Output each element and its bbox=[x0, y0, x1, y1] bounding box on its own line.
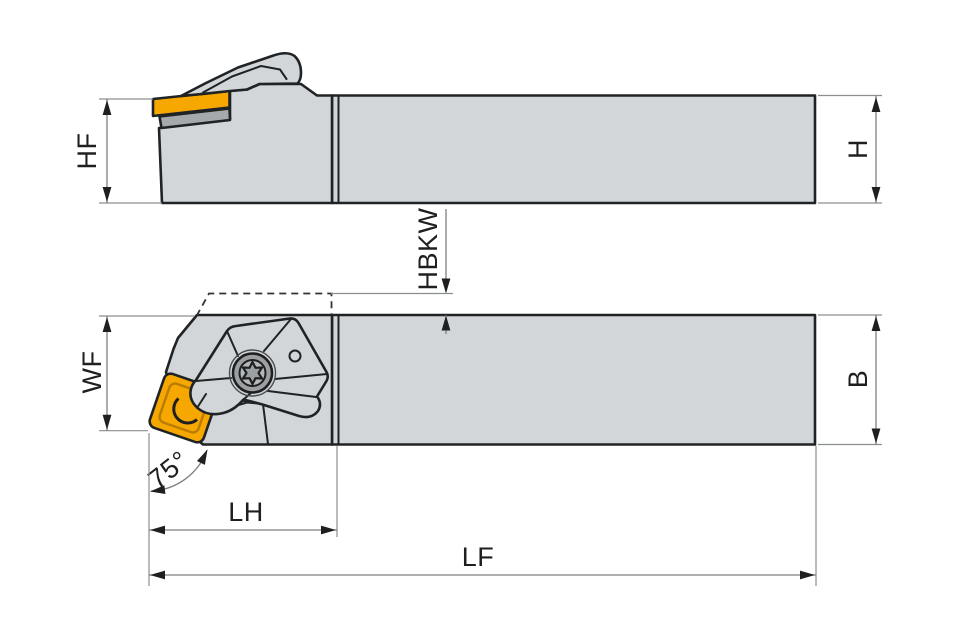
dim-label-lf: LF bbox=[462, 542, 495, 572]
side-view bbox=[151, 51, 817, 205]
insert-hole-arc bbox=[172, 397, 198, 425]
dim-label-hf: HF bbox=[72, 133, 102, 170]
torx-star bbox=[241, 360, 264, 386]
side-view-clamp-ridge bbox=[202, 65, 288, 94]
side-view-clamp bbox=[179, 51, 303, 98]
torx-screw-icon bbox=[228, 349, 277, 397]
dim-label-h: H bbox=[843, 139, 873, 159]
dimension-hbkw: HBKW bbox=[331, 207, 453, 334]
side-view-shank bbox=[330, 94, 817, 205]
dim-label-angle: 75° bbox=[143, 445, 195, 495]
dimension-hf: HF bbox=[72, 98, 162, 204]
dimension-b: B bbox=[818, 314, 882, 446]
dimension-lf: LF bbox=[149, 446, 817, 586]
head-theoretical-outline-dashed bbox=[195, 292, 333, 317]
dim-label-b: B bbox=[843, 370, 873, 389]
clamp-pin bbox=[288, 349, 302, 363]
dimension-lh: LH bbox=[148, 433, 338, 586]
dimension-wf: WF bbox=[77, 315, 195, 432]
plan-view-shank bbox=[330, 313, 817, 446]
dimension-entering-angle: 75° bbox=[143, 445, 212, 496]
dimension-h: H bbox=[818, 94, 882, 204]
dim-label-hbkw: HBKW bbox=[413, 207, 443, 290]
plan-view-clamp-facets bbox=[195, 318, 328, 409]
dim-label-lh: LH bbox=[228, 497, 264, 527]
dim-label-wf: WF bbox=[77, 351, 107, 394]
plan-view bbox=[148, 292, 817, 446]
